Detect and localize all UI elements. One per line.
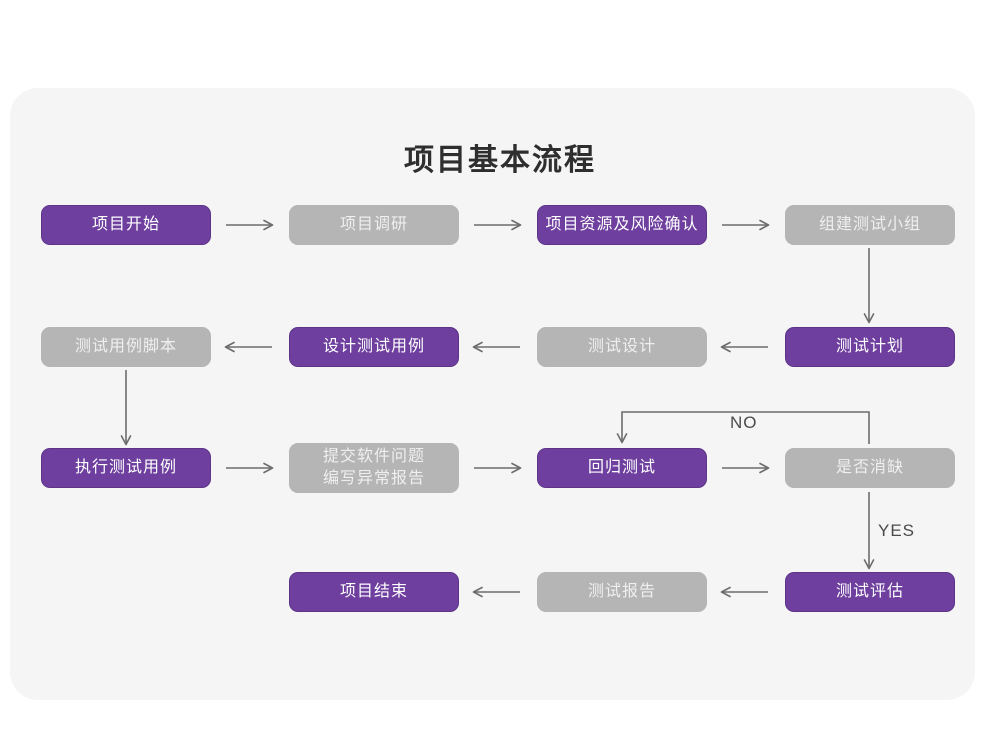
node-test-case-script[interactable]: 测试用例脚本 bbox=[41, 327, 211, 367]
node-label: 项目结束 bbox=[339, 583, 408, 601]
node-design-test-case[interactable]: 设计测试用例 bbox=[289, 327, 459, 367]
node-project-research[interactable]: 项目调研 bbox=[289, 205, 459, 245]
node-test-report[interactable]: 测试报告 bbox=[537, 572, 707, 612]
node-label: 测试设计 bbox=[587, 338, 656, 356]
node-test-design[interactable]: 测试设计 bbox=[537, 327, 707, 367]
edge-label-no: NO bbox=[730, 413, 758, 432]
node-project-end[interactable]: 项目结束 bbox=[289, 572, 459, 612]
node-label: 组建测试小组 bbox=[818, 216, 921, 234]
page-title: 项目基本流程 bbox=[404, 144, 596, 177]
node-execute-test-case[interactable]: 执行测试用例 bbox=[41, 448, 211, 488]
node-regression-test[interactable]: 回归测试 bbox=[537, 448, 707, 488]
node-label: 项目开始 bbox=[91, 216, 160, 234]
node-label: 是否消缺 bbox=[835, 459, 904, 477]
node-label: 提交软件问题 编写异常报告 bbox=[322, 448, 425, 487]
node-build-test-team[interactable]: 组建测试小组 bbox=[785, 205, 955, 245]
node-label: 测试计划 bbox=[835, 338, 904, 356]
node-label: 设计测试用例 bbox=[322, 338, 425, 356]
node-label: 项目资源及风险确认 bbox=[545, 216, 699, 234]
node-defect-cleared[interactable]: 是否消缺 bbox=[785, 448, 955, 488]
node-label: 项目调研 bbox=[339, 216, 408, 234]
node-label: 测试报告 bbox=[587, 583, 656, 601]
node-label: 执行测试用例 bbox=[74, 459, 177, 477]
node-label: 测试评估 bbox=[835, 583, 904, 601]
node-test-evaluation[interactable]: 测试评估 bbox=[785, 572, 955, 612]
node-test-plan[interactable]: 测试计划 bbox=[785, 327, 955, 367]
node-label: 回归测试 bbox=[587, 459, 656, 477]
node-project-start[interactable]: 项目开始 bbox=[41, 205, 211, 245]
node-resource-risk-confirm[interactable]: 项目资源及风险确认 bbox=[537, 205, 707, 245]
edge-label-yes: YES bbox=[878, 521, 916, 540]
node-submit-issue-report[interactable]: 提交软件问题 编写异常报告 bbox=[289, 443, 459, 493]
node-label: 测试用例脚本 bbox=[74, 338, 177, 356]
